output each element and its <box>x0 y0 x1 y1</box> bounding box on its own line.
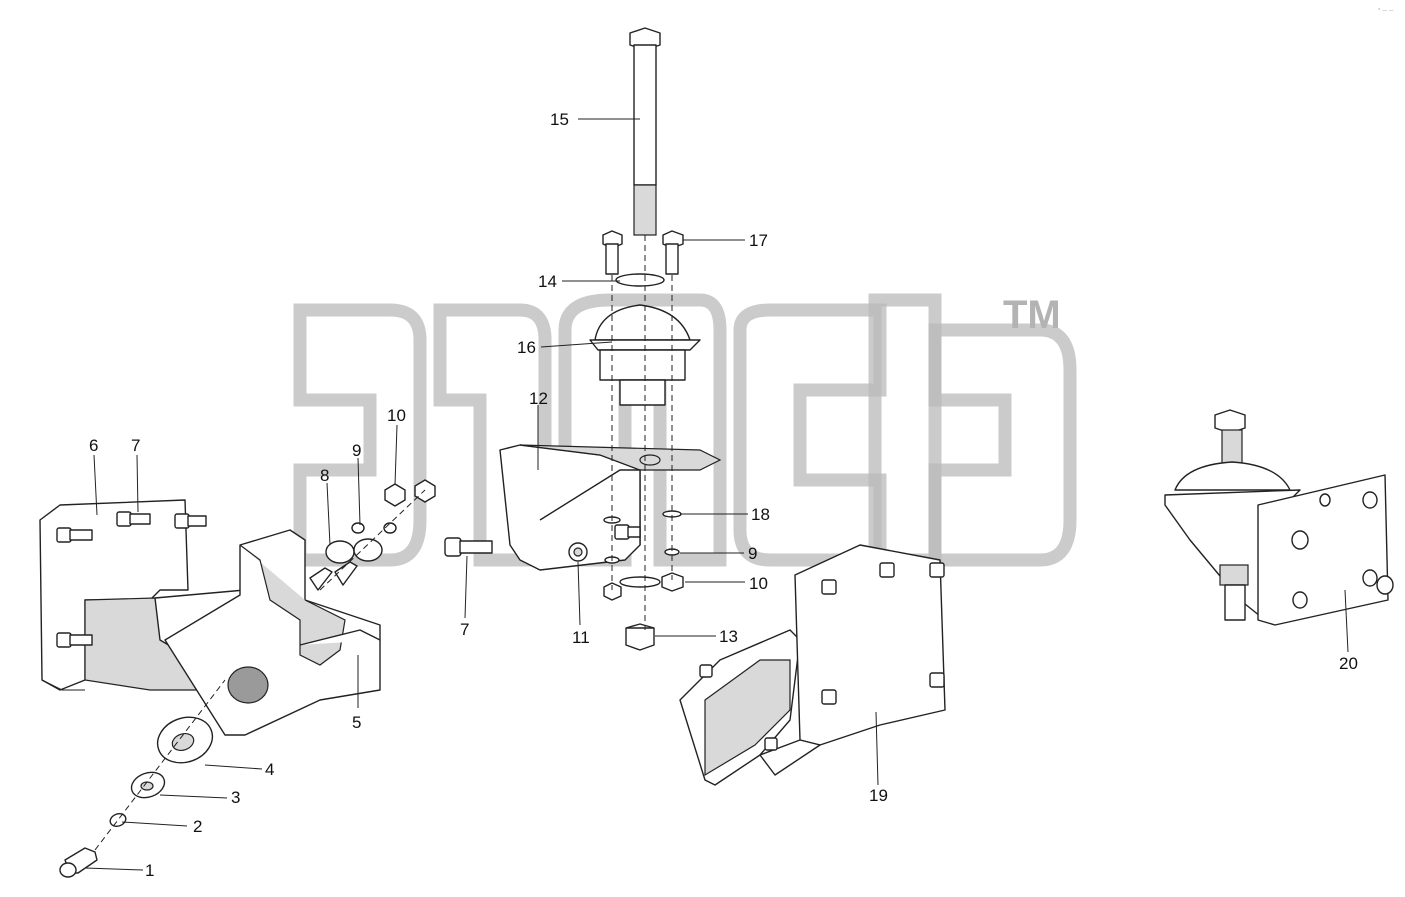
callout-16: 16 <box>517 338 536 357</box>
bolt-17-pair <box>602 230 684 275</box>
bolt-heads-20 <box>1291 491 1394 609</box>
callout-12: 12 <box>529 389 548 408</box>
callout-5: 5 <box>352 713 361 732</box>
bolt-1 <box>59 847 98 878</box>
assembly-19 <box>679 544 946 786</box>
callout-13: 13 <box>719 627 738 646</box>
corner-mark: ° — — <box>1378 8 1394 14</box>
assembly-20 <box>1164 409 1394 626</box>
bracket-12 <box>499 444 722 571</box>
bolt-heads-19 <box>699 562 945 751</box>
callout-labels: 1 2 3 4 5 6 7 8 9 10 15 17 14 16 12 7 11… <box>89 110 1358 880</box>
washer-9-left <box>325 522 397 564</box>
nut-10-left <box>384 479 436 507</box>
callout-17: 17 <box>749 231 768 250</box>
callout-9-left: 9 <box>352 441 361 460</box>
callout-10-left: 10 <box>387 406 406 425</box>
callout-11: 11 <box>572 628 590 647</box>
washer-14 <box>615 273 665 287</box>
rubber-cushion-5 <box>164 529 381 736</box>
callout-20: 20 <box>1339 654 1358 673</box>
bolt-7-center <box>444 537 493 557</box>
bushing-8 <box>309 561 358 591</box>
callout-3: 3 <box>231 788 240 807</box>
callout-19: 19 <box>869 786 888 805</box>
callout-7-left: 7 <box>131 436 140 455</box>
callout-18: 18 <box>751 505 770 524</box>
trademark-text: TM <box>1003 293 1061 337</box>
callout-10-center: 10 <box>749 574 768 593</box>
washer-4 <box>156 716 214 764</box>
callout-4: 4 <box>265 760 274 779</box>
rubber-mount-16 <box>589 304 701 406</box>
callout-7-center: 7 <box>460 620 469 639</box>
callout-2: 2 <box>193 817 202 836</box>
callout-1: 1 <box>145 861 154 880</box>
bushing-11 <box>568 542 588 562</box>
bolt-heads-bracket-6 <box>56 511 207 648</box>
callout-6: 6 <box>89 436 98 455</box>
long-bolt-15 <box>629 27 661 236</box>
washer-3 <box>130 771 166 799</box>
leader-lines <box>84 118 1349 871</box>
callout-8: 8 <box>320 466 329 485</box>
callout-14: 14 <box>538 272 557 291</box>
center-small-parts <box>603 510 684 601</box>
callout-15: 15 <box>550 110 569 129</box>
nut-13 <box>625 623 655 651</box>
callout-9-center: 9 <box>748 544 757 563</box>
spring-washer-2 <box>109 813 127 827</box>
